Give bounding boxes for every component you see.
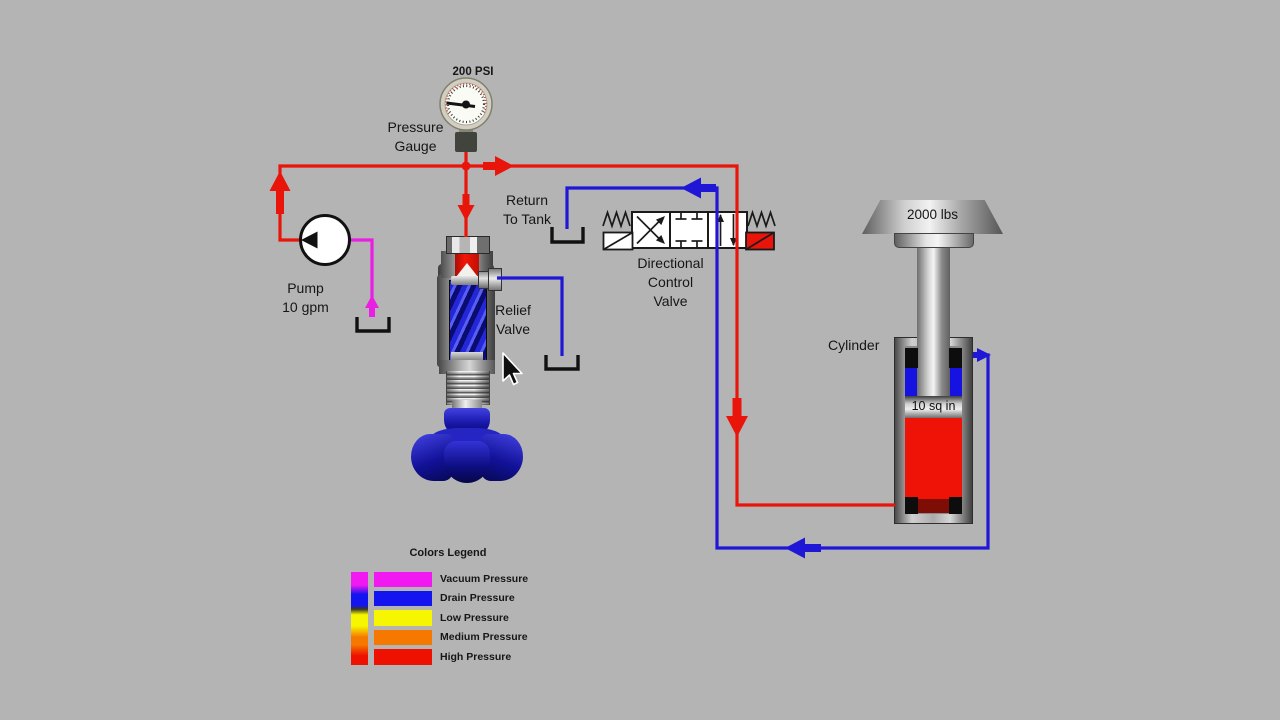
legend-label-3: Medium Pressure [440,631,528,644]
cylinder-seal-bottom-left [905,497,918,514]
legend-swatch-4 [374,649,432,665]
spring-left-icon [602,209,631,229]
legend-gradient-bar [351,572,368,665]
legend-label-4: High Pressure [440,650,512,663]
directional-valve-label: Directional Control Valve [637,255,704,309]
high-pressure-lines [269,140,895,507]
pressure-gauge-illustration [439,77,493,152]
gauge-reading-label: 200 PSI [452,66,494,78]
return-to-tank-label: Return To Tank [503,192,551,227]
pressure-gauge-label: Pressure Gauge [387,119,444,154]
legend-swatch-2 [374,610,432,626]
legend-label-1: Drain Pressure [440,592,515,605]
cylinder-seal-top-right [949,348,962,368]
cylinder-cushion-pad [918,499,949,513]
legend-swatch-3 [374,629,432,646]
return-tank-icon [550,227,585,244]
legend-swatch-1 [374,590,432,607]
relief-valve-top-nut [446,236,490,254]
spring-right-icon [747,209,776,229]
cylinder-rod [917,247,950,399]
pump-suction-tank-icon [355,317,391,333]
cylinder-piston-side-fluid [905,417,962,504]
solenoid-right-icon [745,231,775,251]
relief-valve-label: Relief Valve [495,302,531,337]
pump-label: Pump 10 gpm [282,280,329,315]
mouse-cursor-icon[interactable] [502,352,523,386]
legend-label-2: Low Pressure [440,611,509,624]
legend-title: Colors Legend [409,547,487,559]
load-weight-label: 2000 lbs [906,207,959,222]
piston-area-label: 10 sq in [911,399,956,413]
directional-valve-symbol [602,209,776,251]
rod-flange [894,233,974,248]
relief-valve-poppet-cone [456,263,478,277]
legend-label-0: Vacuum Pressure [440,573,529,585]
cylinder-seal-top-left [905,348,918,368]
cylinder-seal-bottom-right [949,497,962,514]
line-junction-dot [461,161,471,171]
cylinder-label: Cylinder [828,337,880,353]
load-weight: 2000 lbs [862,200,1003,234]
pump-symbol [299,214,351,266]
relief-valve-drain-port-nut [488,268,502,291]
solenoid-left-icon [602,231,634,251]
cylinder-piston: 10 sq in [905,396,962,418]
relief-drain-tank-icon [544,355,580,371]
pump-flow-triangle-icon [301,231,318,249]
legend-swatch-0 [374,571,432,587]
relief-valve-spring [449,280,487,362]
vacuum-suction-line [350,238,379,317]
